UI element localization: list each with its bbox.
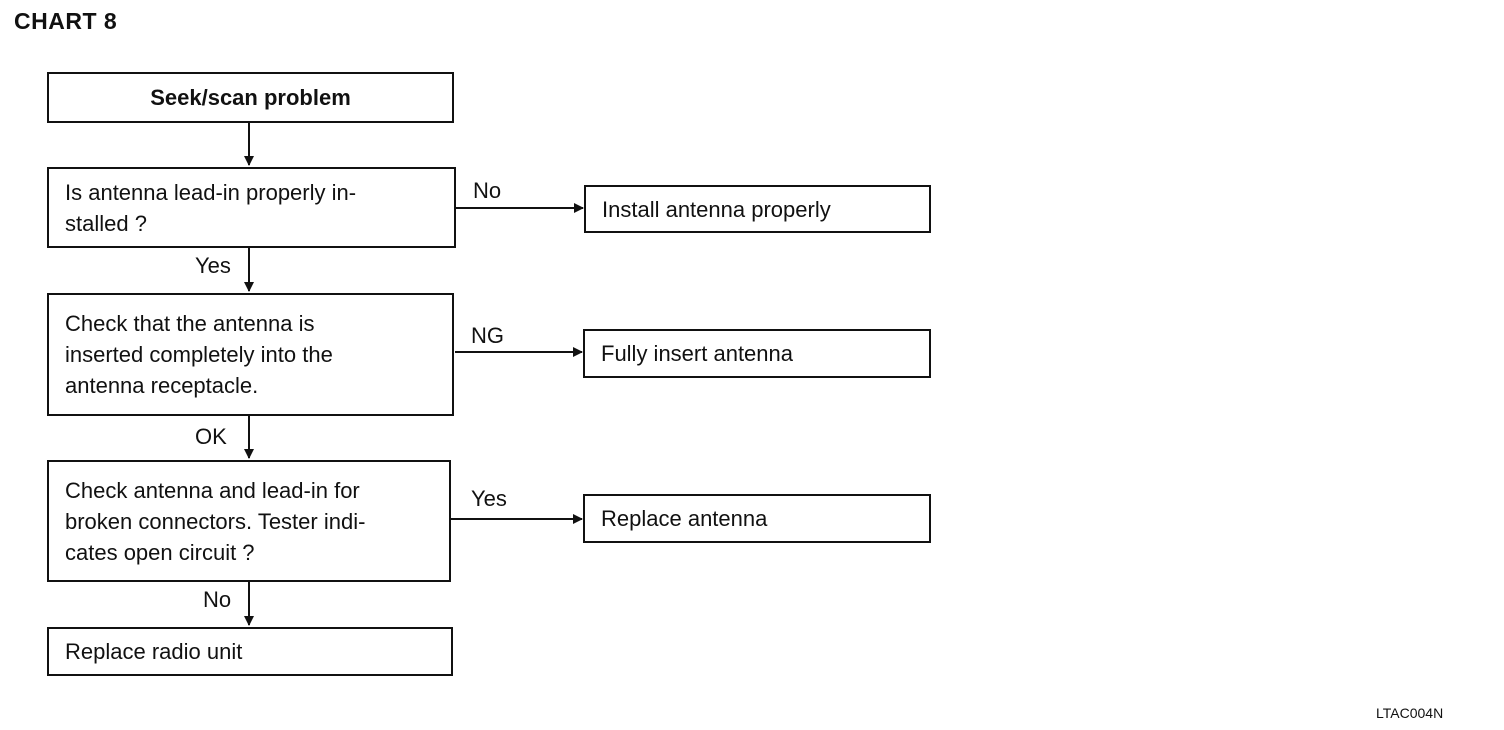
branch-label-no-3: No bbox=[203, 587, 232, 612]
figure-code: LTAC004N bbox=[1376, 705, 1444, 721]
start-label: Seek/scan problem bbox=[150, 85, 351, 110]
end-label: Replace radio unit bbox=[65, 639, 243, 664]
branch-label-yes-1: Yes bbox=[195, 253, 231, 278]
chart-title: CHART 8 bbox=[14, 8, 118, 34]
action-box-2: Fully insert antenna bbox=[583, 329, 931, 378]
branch-label-ng: NG bbox=[471, 323, 504, 348]
action-2-text: Fully insert antenna bbox=[601, 341, 793, 366]
branch-label-no-1: No bbox=[473, 178, 502, 203]
action-box-3: Replace antenna bbox=[583, 494, 931, 543]
action-1-text: Install antenna properly bbox=[602, 196, 831, 222]
end-box: Replace radio unit bbox=[47, 627, 453, 676]
action-3-text: Replace antenna bbox=[601, 506, 768, 531]
question-1-text: Is antenna lead-in properly in-stalled ? bbox=[65, 179, 357, 236]
question-box-1: Is antenna lead-in properly in-stalled ? bbox=[47, 167, 456, 248]
start-box: Seek/scan problem bbox=[47, 72, 454, 123]
branch-label-ok: OK bbox=[195, 424, 227, 449]
branch-label-yes-3: Yes bbox=[471, 486, 507, 511]
action-box-1: Install antenna properly bbox=[584, 185, 931, 233]
